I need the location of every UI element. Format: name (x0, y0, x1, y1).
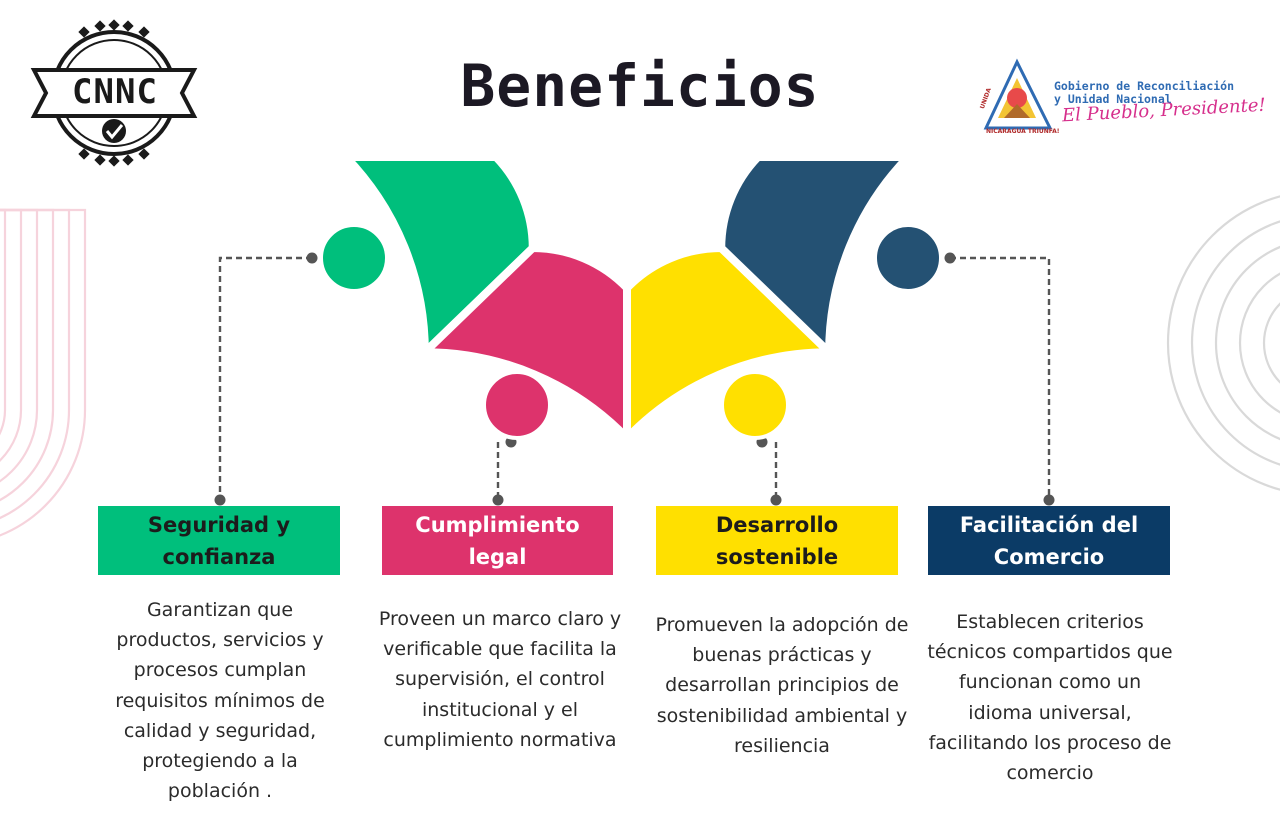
segment-yellow (623, 243, 840, 448)
benefit-heading-legal: Cumplimiento legal (382, 506, 613, 575)
benefit-heading-security: Seguridad y confianza (98, 506, 340, 575)
benefit-heading-label: Desarrollo sostenible (715, 512, 839, 569)
government-name: Gobierno de Reconciliación y Unidad Naci… (1054, 80, 1280, 106)
government-logo-triangle (983, 58, 1053, 130)
connector-security (218, 256, 312, 500)
page-title: Beneficios (460, 52, 820, 120)
benefit-heading-commerce: Facilitación del Comercio (928, 506, 1170, 575)
benefit-description-legal: Proveen un marco claro y verificable que… (378, 608, 622, 751)
benefit-description-commerce: Establecen criterios técnicos compartido… (927, 611, 1173, 785)
segment-green (336, 153, 537, 362)
left-arcs-decoration (0, 208, 87, 537)
semicircle-segments (336, 153, 918, 448)
bubble-green (319, 223, 389, 293)
benefit-heading-label: Seguridad y confianza (147, 512, 291, 569)
segment-navy (717, 153, 918, 362)
connector-dot (492, 494, 504, 506)
right-arcs-decoration (1166, 195, 1280, 491)
connector-lines (214, 252, 1055, 506)
bubble-pink (482, 370, 552, 440)
connector-commerce (950, 256, 1051, 500)
segment-circles (319, 223, 943, 440)
connector-dot (306, 252, 318, 264)
government-name-line2: y Unidad Nacional (1054, 92, 1172, 106)
bubble-navy (873, 223, 943, 293)
seal-text-bottom: NICARAGUA TRIUNFA! (986, 128, 1060, 135)
cnnc-logo-text: CNNC (72, 72, 158, 112)
benefit-description-sustainable: Promueven la adopción de buenas práctica… (655, 614, 909, 757)
benefit-heading-label: Facilitación del Comercio (959, 512, 1139, 569)
bubble-yellow (720, 370, 790, 440)
government-name-line1: Gobierno de Reconciliación (1054, 79, 1235, 93)
segment-pink (414, 243, 631, 448)
benefit-description-security: Garantizan que productos, servicios y pr… (115, 599, 325, 803)
benefit-heading-sustainable: Desarrollo sostenible (656, 506, 898, 575)
benefit-heading-label: Cumplimiento legal (415, 512, 580, 569)
connector-dot (214, 494, 226, 506)
connector-dot (944, 252, 956, 264)
connector-dot (770, 494, 782, 506)
connector-dot (1043, 494, 1055, 506)
